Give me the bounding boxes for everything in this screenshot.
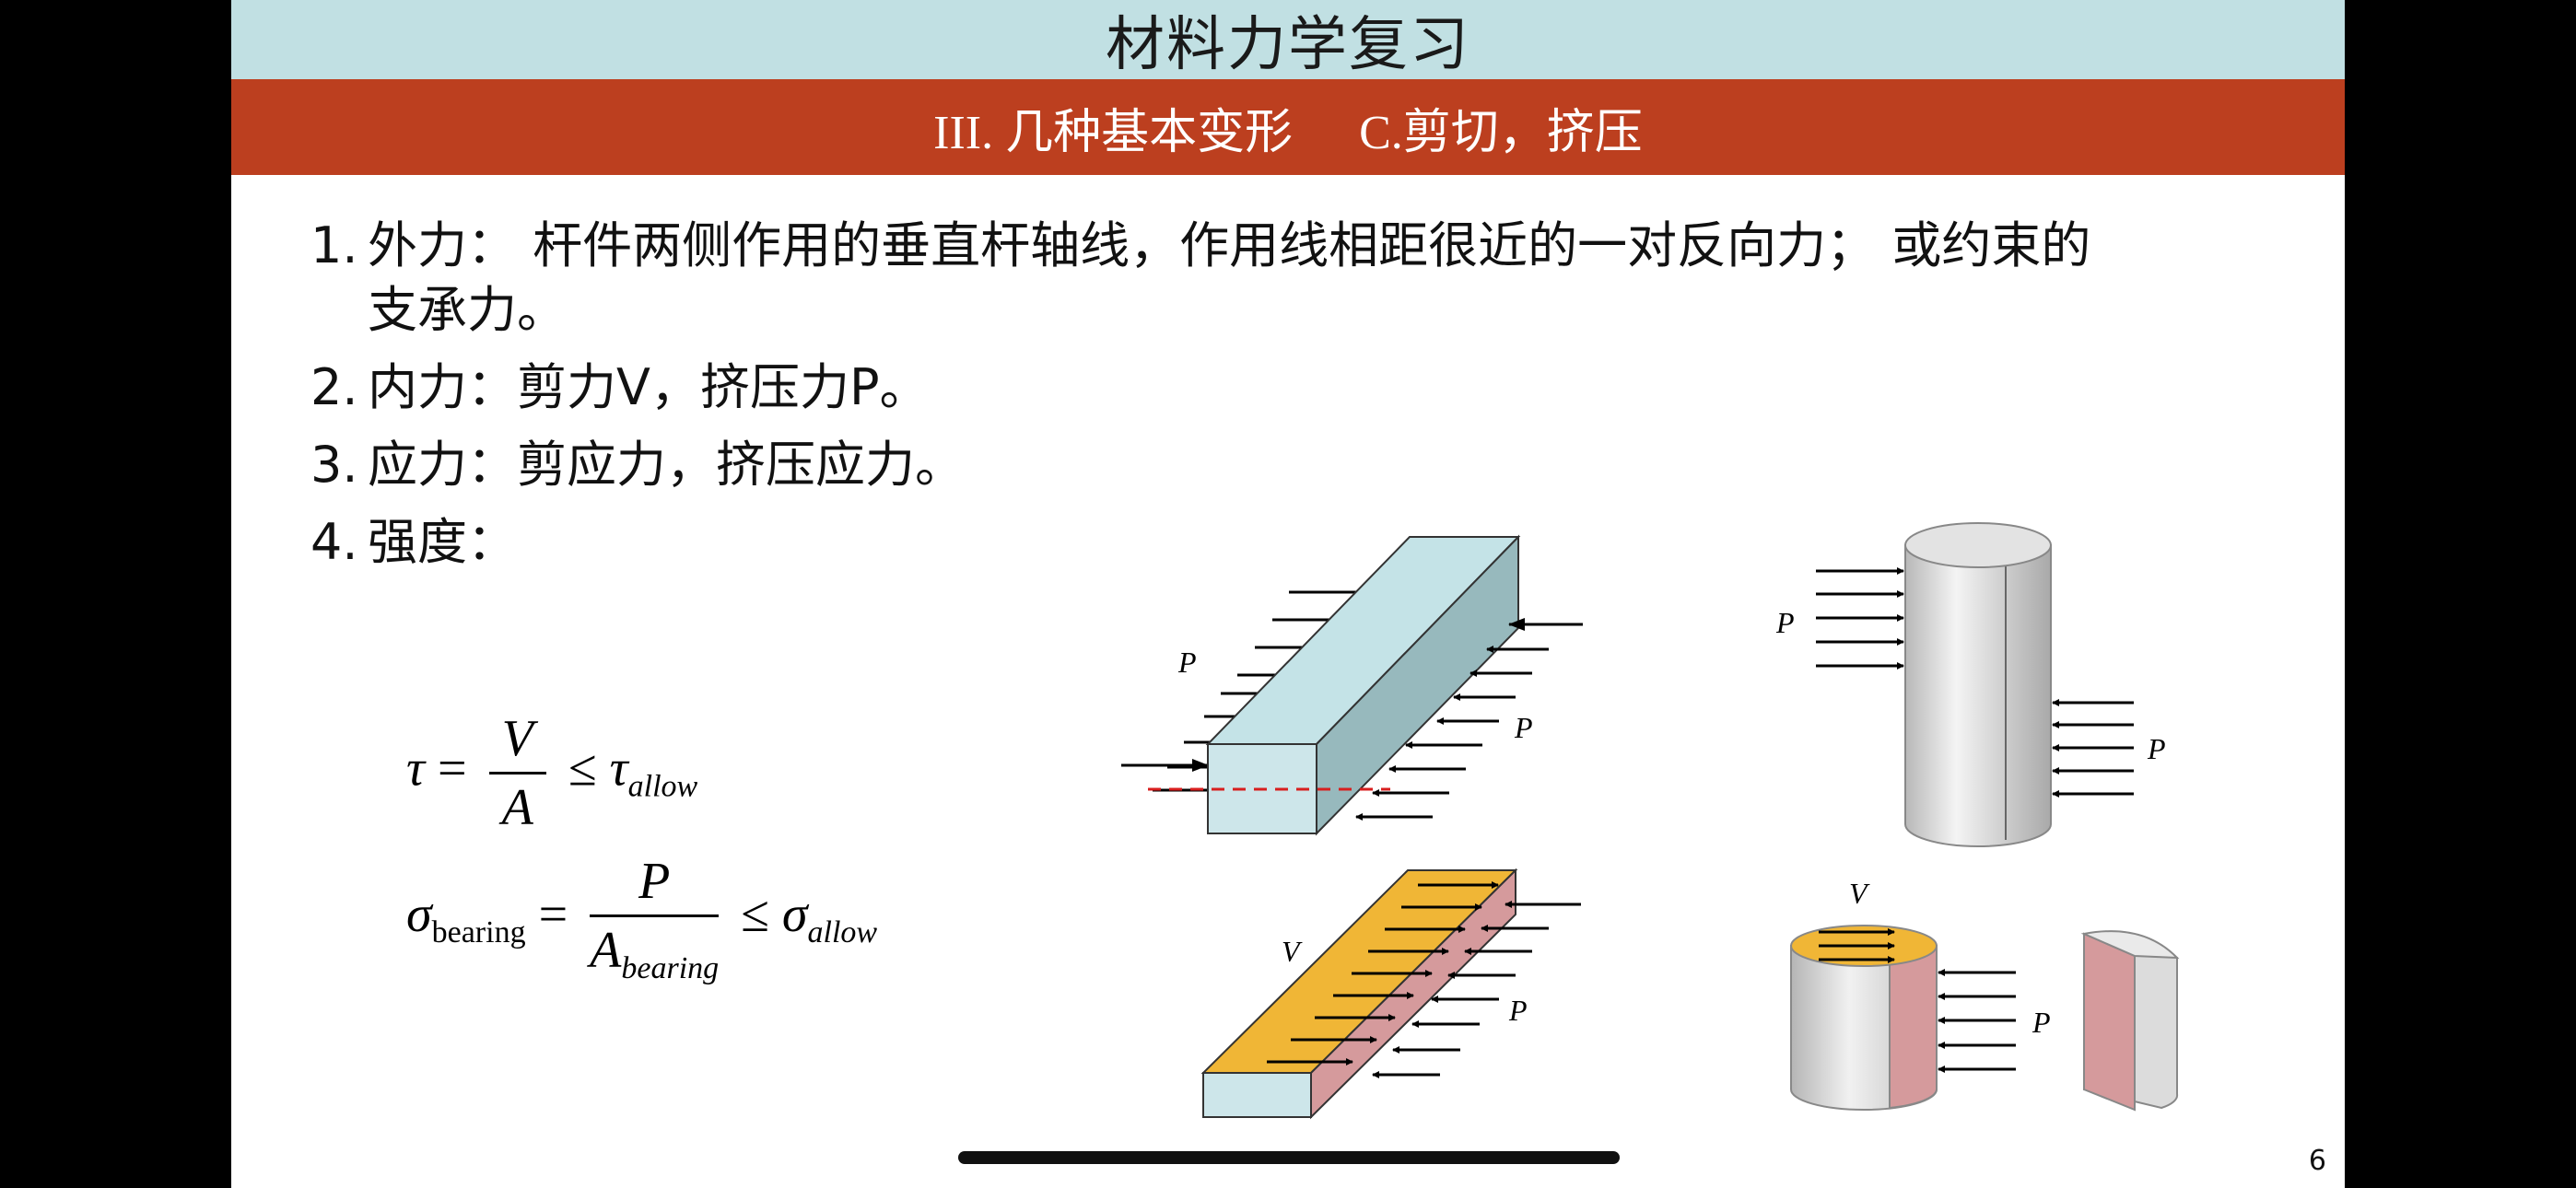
home-indicator[interactable] xyxy=(958,1151,1620,1164)
item-text: 应力：剪应力，挤压应力。 xyxy=(368,436,965,494)
force-arrows-right xyxy=(1355,618,1583,821)
formula-fraction: V A xyxy=(488,709,546,837)
formula-denominator: A xyxy=(501,779,533,836)
formula-operator: ≤ xyxy=(568,740,597,798)
subtitle-topic: C.剪切，挤压 xyxy=(1359,106,1643,159)
page-number: 6 xyxy=(2308,1145,2326,1177)
force-label-p: P xyxy=(2147,732,2166,765)
bar-front-face xyxy=(1202,1072,1312,1118)
force-label-p: P xyxy=(1514,711,1533,744)
list-item: 4.强度： xyxy=(310,510,2291,575)
item-text: 内力：剪力V，挤压力P。 xyxy=(368,358,930,416)
bar-shear-figure: P P xyxy=(1121,534,1583,836)
formula-symbol: σ xyxy=(406,885,432,943)
formula-operator: = xyxy=(438,740,467,798)
item-number: 2. xyxy=(310,358,358,416)
item-number: 3. xyxy=(310,436,358,494)
shear-stress-formula: τ = V A ≤ τallow xyxy=(406,709,697,837)
content-list: 1.外力： 杆件两侧作用的垂直杆轴线，作用线相距很近的一对反向力； 或约束的 支… xyxy=(310,214,2291,588)
force-arrows-right xyxy=(2052,699,2134,798)
formula-symbol: σ xyxy=(781,885,808,943)
formula-subscript: allow xyxy=(627,769,698,804)
subtitle-bar: III. 几种基本变形 C.剪切，挤压 xyxy=(231,79,2345,175)
half-cylinder-cut-face xyxy=(2083,932,2136,1112)
shear-arrows xyxy=(1267,881,1499,1066)
formula-numerator: P xyxy=(590,852,720,917)
item-text: 外力： 杆件两侧作用的垂直杆轴线，作用线相距很近的一对反向力； 或约束的 xyxy=(368,216,2091,274)
formula-subscript: bearing xyxy=(621,951,720,986)
shear-arrows xyxy=(1819,928,1895,963)
list-item: 3.应力：剪应力，挤压应力。 xyxy=(310,433,2291,497)
shear-label-v: V xyxy=(1849,877,1870,910)
item-continuation: 支承力。 xyxy=(368,281,567,339)
sheared-bar-figure: V P xyxy=(1200,868,1581,1120)
item-number: 1. xyxy=(310,216,358,274)
formula-symbol: τ xyxy=(609,740,628,798)
bearing-face xyxy=(1889,944,1938,1110)
formula-operator: ≤ xyxy=(741,885,769,943)
half-cylinder-top xyxy=(2080,930,2180,960)
force-label-p: P xyxy=(1508,994,1528,1027)
list-item: 2.内力：剪力V，挤压力P。 xyxy=(310,355,2291,420)
subtitle-section: III. 几种基本变形 xyxy=(933,106,1294,159)
slide-title: 材料力学复习 xyxy=(1106,11,1470,79)
force-label-p: P xyxy=(1177,646,1197,679)
force-arrows-right xyxy=(1372,901,1581,1078)
item-text: 强度： xyxy=(368,513,517,571)
cylinder-shear-figure: P P xyxy=(1775,522,2166,847)
force-arrows-right xyxy=(1938,969,2016,1073)
title-bar: 材料力学复习 xyxy=(231,0,2345,79)
formula-operator: = xyxy=(538,885,568,943)
shear-label-v: V xyxy=(1282,935,1303,968)
cylinder-body xyxy=(1904,544,2052,847)
force-label-p: P xyxy=(2032,1006,2051,1039)
force-label-p: P xyxy=(1775,606,1795,639)
figures: P P P P xyxy=(1121,522,2180,1120)
slide: 材料力学复习 III. 几种基本变形 C.剪切，挤压 1.外力： 杆件两侧作用的… xyxy=(231,0,2345,1188)
list-item: 1.外力： 杆件两侧作用的垂直杆轴线，作用线相距很近的一对反向力； 或约束的 支… xyxy=(310,214,2291,343)
formula-subscript: allow xyxy=(807,915,878,950)
formula-numerator: V xyxy=(488,709,546,775)
formula-subscript: bearing xyxy=(431,915,526,950)
formula-denominator: Abearing xyxy=(590,922,720,986)
force-arrows-left xyxy=(1816,567,1904,670)
sheared-cylinder-figure: V P xyxy=(1790,877,2180,1112)
item-number: 4. xyxy=(310,513,358,571)
formula-fraction: P Abearing xyxy=(590,852,720,986)
formula-symbol: τ xyxy=(406,740,426,798)
cylinder-top xyxy=(1904,522,2052,568)
bearing-stress-formula: σbearing = P Abearing ≤ σallow xyxy=(406,852,877,986)
